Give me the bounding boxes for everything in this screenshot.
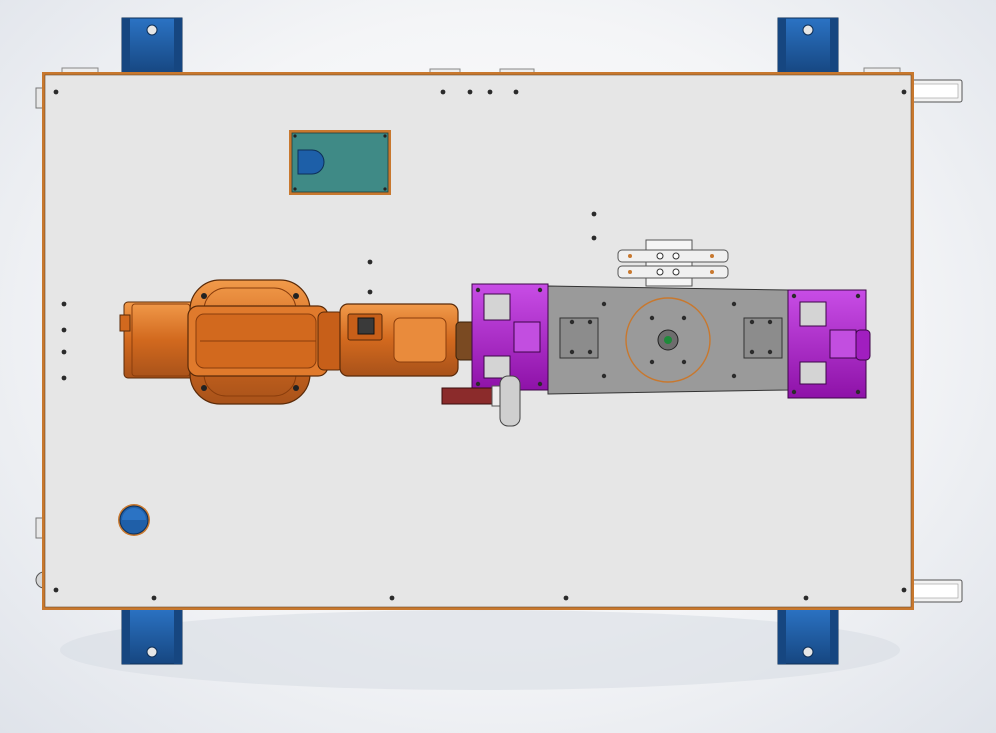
bolt-icon <box>587 349 593 355</box>
bolt-icon <box>591 211 597 217</box>
bolt-icon <box>681 359 687 365</box>
bolt-icon <box>855 389 861 395</box>
bolt-icon <box>61 327 67 333</box>
bolt-icon <box>649 359 655 365</box>
bolt-icon <box>53 89 59 95</box>
bolt-icon <box>749 349 755 355</box>
bolt-icon <box>587 319 593 325</box>
bolt-icon <box>601 373 607 379</box>
bolt-icon <box>901 89 907 95</box>
bolt-icon <box>151 595 157 601</box>
leveling-foot-top-left[interactable] <box>121 17 183 75</box>
bolt-icon <box>749 319 755 325</box>
connector-icon <box>357 317 375 335</box>
bolt-icon <box>537 287 543 293</box>
bolt-icon <box>440 89 446 95</box>
bolt-icon <box>767 349 773 355</box>
handle-right-top[interactable] <box>911 79 963 103</box>
leveling-foot-bottom-right[interactable] <box>777 607 839 665</box>
bolt-icon <box>487 89 493 95</box>
bolt-icon <box>681 315 687 321</box>
handle-right-bottom[interactable] <box>911 579 963 603</box>
mounting-hole-icon <box>146 646 158 658</box>
bolt-icon <box>569 319 575 325</box>
bolt-icon <box>475 287 481 293</box>
mounting-hole-icon <box>802 646 814 658</box>
bolt-icon <box>389 595 395 601</box>
bolt-icon <box>61 349 67 355</box>
bolt-icon <box>563 595 569 601</box>
gripper-bolts <box>475 287 861 395</box>
industrial-robot-arm[interactable] <box>119 279 477 405</box>
ground-shadow <box>60 610 900 690</box>
bolt-icon <box>855 293 861 299</box>
bolt-icon <box>731 373 737 379</box>
bolt-icon <box>791 389 797 395</box>
bolt-icon <box>475 381 481 387</box>
bolt-icon <box>53 587 59 593</box>
bolt-icon <box>569 349 575 355</box>
bolt-icon <box>367 289 373 295</box>
bolt-icon <box>61 375 67 381</box>
dual-gripper-tool[interactable] <box>441 283 871 427</box>
bolt-icon <box>367 259 373 265</box>
bolt-icon <box>731 301 737 307</box>
teal-control-box[interactable] <box>289 130 391 195</box>
pneumatic-valve-block[interactable] <box>617 239 729 287</box>
bolt-icon <box>803 595 809 601</box>
bolt-icon <box>601 301 607 307</box>
bolt-icon <box>513 89 519 95</box>
bolt-icon <box>767 319 773 325</box>
mounting-hole-icon <box>146 24 158 36</box>
bolt-icon <box>591 235 597 241</box>
table-bolts <box>53 89 907 601</box>
bolt-icon <box>791 293 797 299</box>
cable-port[interactable] <box>118 504 150 536</box>
cable-port-icon <box>297 149 325 175</box>
bolt-icon <box>537 381 543 387</box>
mounting-hole-icon <box>802 24 814 36</box>
bolt-icon <box>901 587 907 593</box>
bolt-icon <box>649 315 655 321</box>
leveling-foot-bottom-left[interactable] <box>121 607 183 665</box>
leveling-foot-top-right[interactable] <box>777 17 839 75</box>
bolt-icon <box>61 301 67 307</box>
bolt-icon <box>467 89 473 95</box>
